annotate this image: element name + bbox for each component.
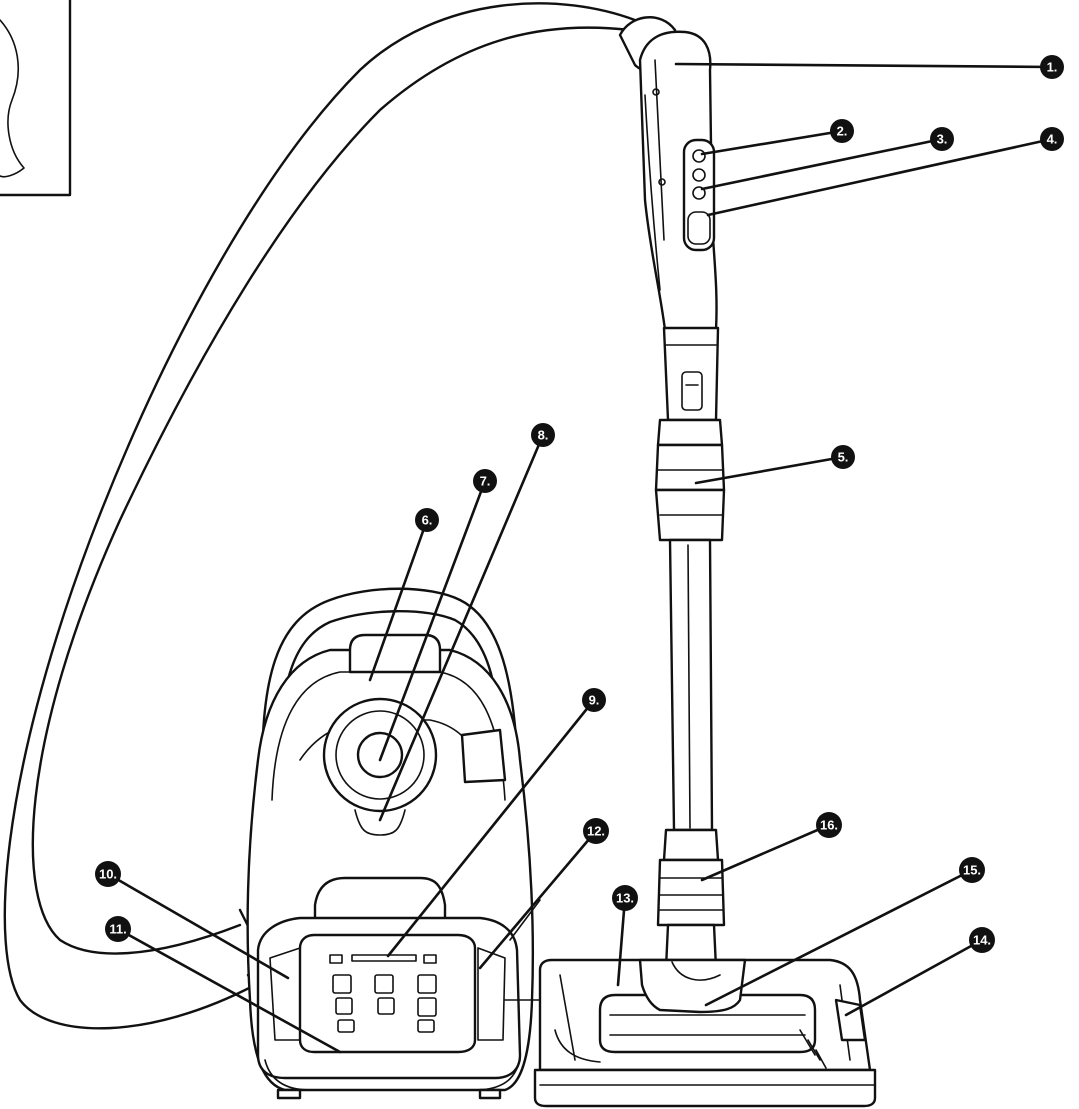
wand [654,326,726,970]
svg-text:4.: 4. [1047,132,1058,147]
svg-text:1.: 1. [1047,60,1058,75]
svg-text:16.: 16. [820,818,838,833]
svg-text:2.: 2. [837,124,848,139]
leader-lines [106,62,1054,1054]
svg-text:3.: 3. [937,132,948,147]
callout-8: 8. [531,423,555,447]
handle-slider-4 [687,211,711,245]
handle-button-2 [692,149,706,163]
callout-2: 2. [830,119,854,143]
display-indicator-left [329,954,343,964]
svg-text:12.: 12. [587,824,605,839]
top-button-6 [348,633,442,674]
svg-text:11.: 11. [109,922,126,937]
callout-7: 7. [473,469,497,493]
display-bar-9 [351,954,417,962]
svg-text:6.: 6. [422,513,433,528]
callout-13: 13. [612,885,638,911]
wand-joint-16 [656,858,726,927]
callout-badges: 1. 2. 3. 4. 5. 6. 7. 8. 9. 10. 11. 12. 1… [95,55,1064,953]
display-indicator-right [423,954,437,964]
svg-text:7.: 7. [480,474,491,489]
callout-4: 4. [1040,127,1064,151]
handle [638,30,718,332]
svg-text:15.: 15. [963,863,981,878]
inset-frame [0,0,72,197]
hose-inlet-7 [356,731,404,779]
side-panel-12 [477,947,506,1041]
svg-text:5.: 5. [838,450,849,465]
svg-text:14.: 14. [973,933,991,948]
handle-button-extra [692,168,706,182]
svg-text:8.: 8. [538,428,549,443]
callout-1: 1. [1040,55,1064,79]
callout-14: 14. [969,927,995,953]
handle-button-3 [692,186,706,200]
svg-text:10.: 10. [99,867,117,882]
callout-3: 3. [930,127,954,151]
svg-text:9.: 9. [589,693,600,708]
callout-15: 15. [959,857,985,883]
canister-body [246,587,541,1100]
callout-16: 16. [816,812,842,838]
callout-12: 12. [583,818,609,844]
floor-nozzle [533,958,877,1108]
callout-6: 6. [415,508,439,532]
callout-10: 10. [95,861,121,887]
callout-11: 11. [105,916,131,942]
callout-9: 9. [582,688,606,712]
wand-sleeve-5 [654,443,726,492]
svg-text:13.: 13. [616,891,634,906]
callout-5: 5. [831,445,855,469]
